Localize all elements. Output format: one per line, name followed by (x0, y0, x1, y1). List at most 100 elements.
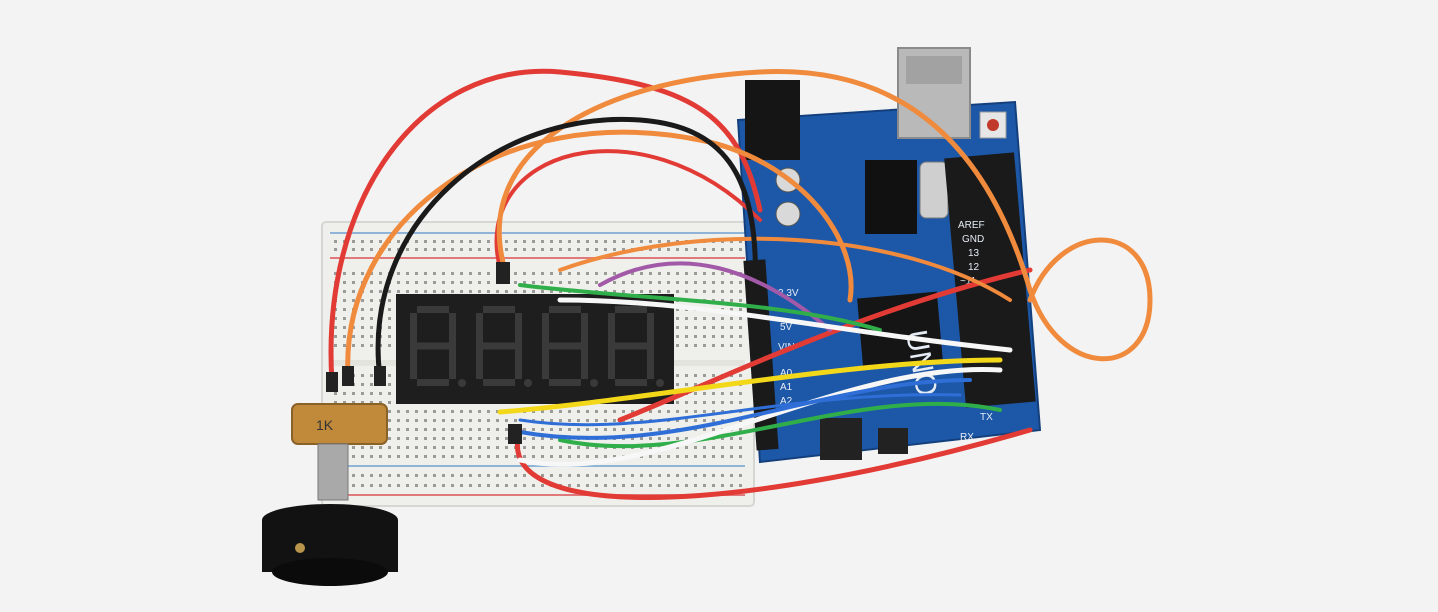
breadboard-hole (622, 281, 625, 284)
breadboard-hole (352, 240, 355, 243)
breadboard-hole (532, 428, 535, 431)
breadboard-hole (451, 474, 454, 477)
digit-3-segment (581, 346, 588, 379)
breadboard-hole (415, 240, 418, 243)
breadboard-hole (379, 272, 382, 275)
breadboard-hole (685, 326, 688, 329)
breadboard-hole (388, 474, 391, 477)
wire-white-1 (557, 297, 1013, 353)
breadboard-hole (703, 290, 706, 293)
breadboard-hole (361, 335, 364, 338)
breadboard-hole (712, 401, 715, 404)
breadboard-hole (451, 272, 454, 275)
breadboard-hole (334, 317, 337, 320)
breadboard-hole (424, 455, 427, 458)
breadboard-hole (487, 281, 490, 284)
breadboard-hole (640, 474, 643, 477)
breadboard-hole (721, 484, 724, 487)
breadboard-hole (460, 455, 463, 458)
breadboard-hole (424, 240, 427, 243)
breadboard-hole (442, 428, 445, 431)
breadboard-hole (721, 401, 724, 404)
breadboard-hole (667, 248, 670, 251)
breadboard-hole (730, 290, 733, 293)
breadboard-hole (694, 401, 697, 404)
breadboard-hole (496, 428, 499, 431)
breadboard-hole (415, 248, 418, 251)
breadboard-hole (730, 392, 733, 395)
breadboard-hole (703, 484, 706, 487)
breadboard-hole (712, 344, 715, 347)
breadboard-hole (586, 455, 589, 458)
breadboard-hole (370, 317, 373, 320)
breadboard-hole (361, 299, 364, 302)
breadboard-hole (730, 437, 733, 440)
breadboard-hole (478, 484, 481, 487)
breadboard-hole (352, 290, 355, 293)
breadboard-hole (388, 308, 391, 311)
breadboard-hole (469, 290, 472, 293)
breadboard-hole (460, 410, 463, 413)
breadboard-hole (658, 281, 661, 284)
breadboard-hole (451, 419, 454, 422)
breadboard-hole (388, 383, 391, 386)
breadboard-hole (496, 455, 499, 458)
breadboard-hole (721, 299, 724, 302)
breadboard-hole (622, 484, 625, 487)
digit-1-segment (449, 346, 456, 379)
wire-green-2 (558, 401, 1002, 449)
breadboard-hole (712, 455, 715, 458)
breadboard-hole (541, 281, 544, 284)
breadboard-hole (334, 401, 337, 404)
breadboard-hole (568, 248, 571, 251)
breadboard-hole (514, 281, 517, 284)
dc-power-jack (745, 80, 800, 160)
breadboard-hole (550, 240, 553, 243)
breadboard-hole (442, 240, 445, 243)
breadboard-hole (649, 484, 652, 487)
breadboard-hole (415, 455, 418, 458)
breadboard-hole (676, 446, 679, 449)
breadboard-hole (703, 248, 706, 251)
breadboard-hole (703, 326, 706, 329)
breadboard-hole (442, 248, 445, 251)
breadboard-hole (460, 428, 463, 431)
wire-purple (598, 261, 832, 332)
breadboard-hole (352, 299, 355, 302)
breadboard-hole (496, 484, 499, 487)
breadboard-hole (487, 446, 490, 449)
breadboard-hole (343, 281, 346, 284)
breadboard-hole (541, 248, 544, 251)
breadboard-hole (577, 410, 580, 413)
breadboard-hole (712, 392, 715, 395)
breadboard-hole (442, 437, 445, 440)
display-digits (410, 306, 664, 387)
breadboard-hole (712, 374, 715, 377)
breadboard-hole (676, 419, 679, 422)
breadboard-hole (658, 410, 661, 413)
breadboard-hole (712, 281, 715, 284)
wire-black (375, 116, 758, 381)
breadboard-hole (487, 484, 490, 487)
pot-marking: 1K (316, 417, 334, 433)
icsp-header (820, 418, 862, 460)
breadboard-hole (640, 484, 643, 487)
breadboard-hole (694, 455, 697, 458)
breadboard-hole (415, 428, 418, 431)
breadboard-hole (703, 428, 706, 431)
breadboard-hole (388, 317, 391, 320)
breadboard-hole (712, 484, 715, 487)
breadboard-hole (478, 446, 481, 449)
breadboard-hole (370, 240, 373, 243)
breadboard-hole (361, 344, 364, 347)
breadboard-hole (442, 446, 445, 449)
breadboard-hole (694, 335, 697, 338)
breadboard-hole (361, 248, 364, 251)
breadboard-hole (676, 455, 679, 458)
breadboard-hole (442, 281, 445, 284)
breadboard-hole (379, 484, 382, 487)
digit-2-segment (476, 313, 483, 346)
breadboard-hole (361, 401, 364, 404)
breadboard-hole (721, 474, 724, 477)
digit-4-segment (608, 346, 615, 379)
